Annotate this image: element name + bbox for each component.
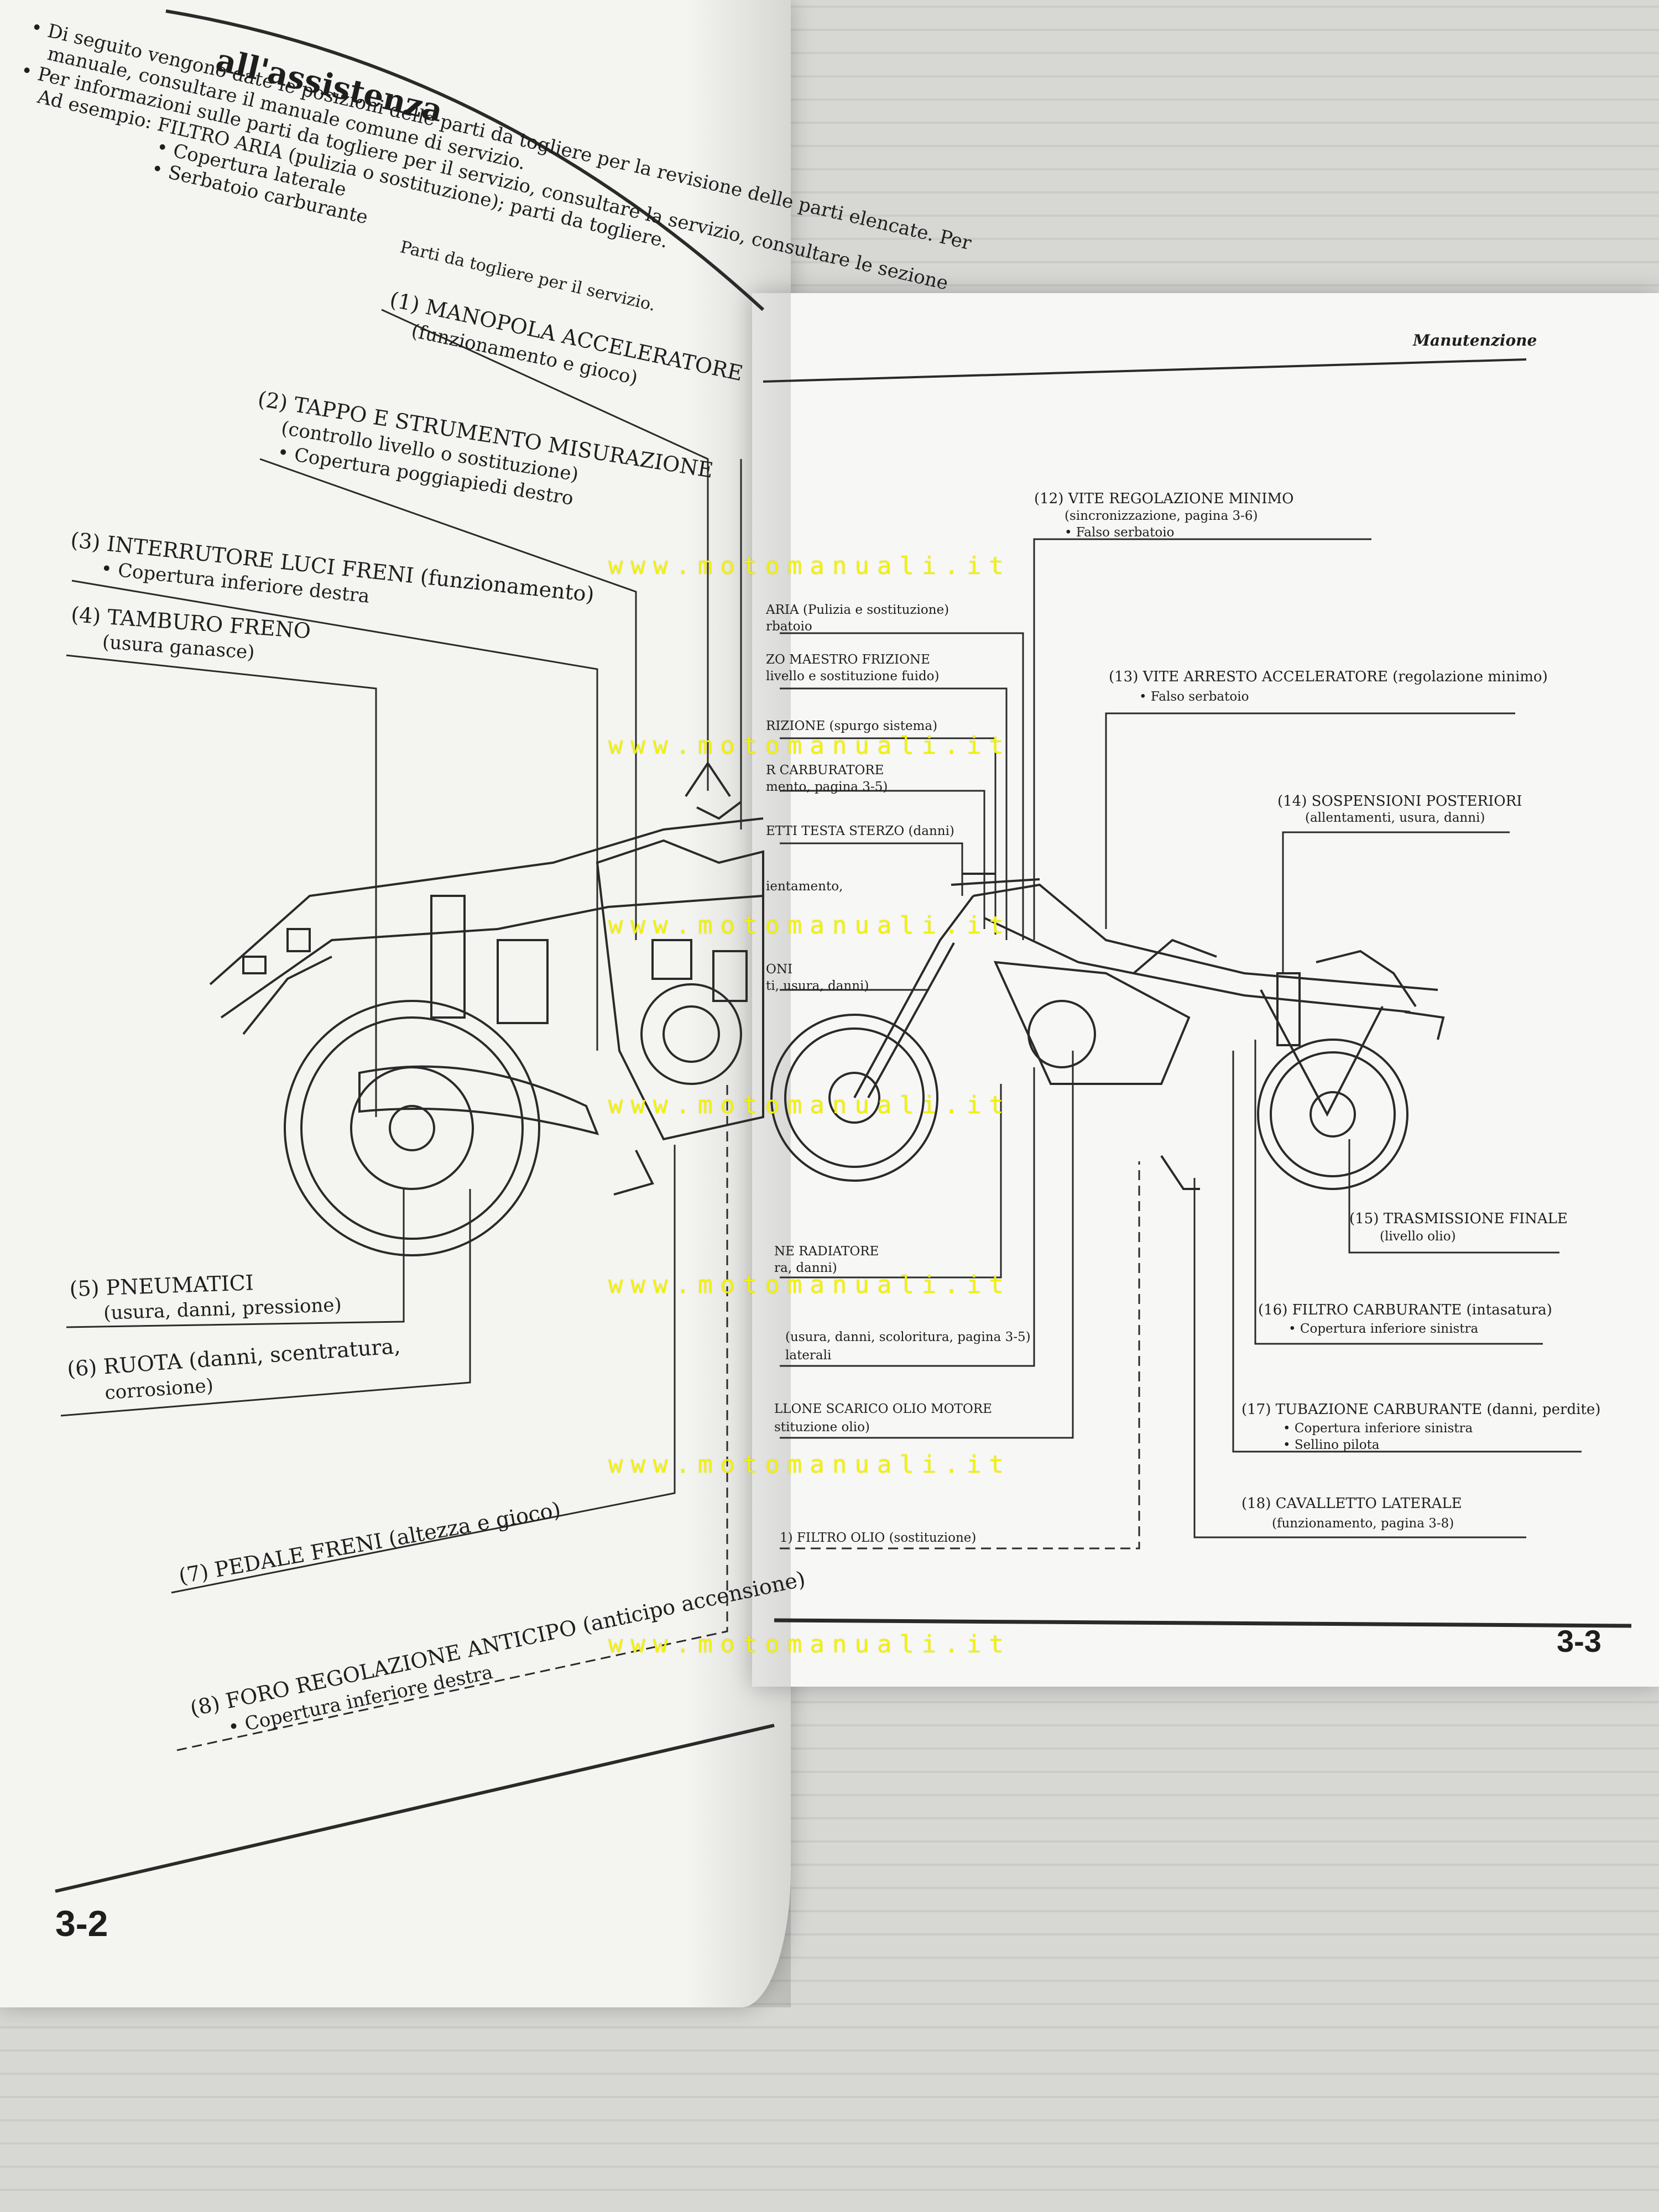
label-16-sub: • Copertura inferiore sinistra (1288, 1322, 1479, 1336)
partial-label: ZO MAESTRO FRIZIONE (766, 653, 930, 667)
label-15-title: (15) TRASMISSIONE FINALE (1349, 1211, 1568, 1227)
watermark: www.motomanuali.it (608, 1630, 1011, 1658)
label-15-sub: (livello olio) (1380, 1229, 1456, 1244)
partial-label: stituzione olio) (774, 1420, 870, 1434)
right-page-header: Manutenzione (1413, 331, 1537, 349)
label-18-sub: (funzionamento, pagina 3-8) (1272, 1516, 1454, 1531)
watermark: www.motomanuali.it (608, 552, 1011, 580)
label-13-title: (13) VITE ARRESTO ACCELERATORE (regolazi… (1109, 669, 1548, 685)
label-17-title: (17) TUBAZIONE CARBURANTE (danni, perdit… (1241, 1401, 1601, 1418)
partial-label: ETTI TESTA STERZO (danni) (766, 824, 954, 838)
partial-label: 1) FILTRO OLIO (sostituzione) (780, 1531, 977, 1545)
left-footer-rule (55, 1724, 775, 1893)
partial-label: R CARBURATORE (766, 763, 884, 778)
right-header-rule (763, 358, 1527, 383)
label-17-sub2: • Sellino pilota (1283, 1438, 1380, 1452)
right-page-number: 3-3 (1557, 1624, 1601, 1658)
partial-label: laterali (785, 1348, 832, 1363)
partial-label: rbatoio (766, 619, 812, 634)
watermark: www.motomanuali.it (608, 732, 1011, 760)
right-footer-rule (774, 1618, 1632, 1628)
label-17-sub: • Copertura inferiore sinistra (1283, 1421, 1473, 1436)
watermark: www.motomanuali.it (608, 1091, 1011, 1119)
label-16-title: (16) FILTRO CARBURANTE (intasatura) (1258, 1302, 1552, 1318)
watermark: www.motomanuali.it (608, 1271, 1011, 1299)
label-14-sub: (allentamenti, usura, danni) (1305, 811, 1485, 825)
label-12-title: (12) VITE REGOLAZIONE MINIMO (1034, 491, 1294, 507)
partial-label: ti, usura, danni) (766, 979, 869, 993)
partial-label: livello e sostituzione fuido) (766, 669, 940, 684)
left-page (0, 0, 791, 2007)
partial-label: (usura, danni, scoloritura, pagina 3-5) (785, 1330, 1031, 1344)
label-13-sub: • Falso serbatoio (1139, 690, 1249, 704)
partial-label: ARIA (Pulizia e sostituzione) (766, 603, 950, 617)
partial-label: ONI (766, 962, 793, 977)
left-motorcycle (209, 761, 764, 1256)
partial-label: RIZIONE (spurgo sistema) (766, 719, 938, 733)
partial-label: NE RADIATORE (774, 1244, 879, 1259)
label-14-title: (14) SOSPENSIONI POSTERIORI (1277, 793, 1522, 810)
label-12-sub: (sincronizzazione, pagina 3-6) (1065, 509, 1258, 523)
right-motorcycle (770, 873, 1445, 1190)
partial-label: mento, pagina 3-5) (766, 780, 888, 794)
partial-label: ientamento, (766, 879, 843, 894)
watermark: www.motomanuali.it (608, 911, 1011, 940)
label-12-sub2: • Falso serbatoio (1065, 525, 1175, 540)
left-page-number: 3-2 (55, 1903, 108, 1944)
partial-label: LLONE SCARICO OLIO MOTORE (774, 1402, 992, 1416)
watermark: www.motomanuali.it (608, 1451, 1011, 1479)
label-18-title: (18) CAVALLETTO LATERALE (1241, 1495, 1462, 1512)
left-header-rule (165, 9, 765, 311)
partial-label: ra, danni) (774, 1261, 837, 1275)
